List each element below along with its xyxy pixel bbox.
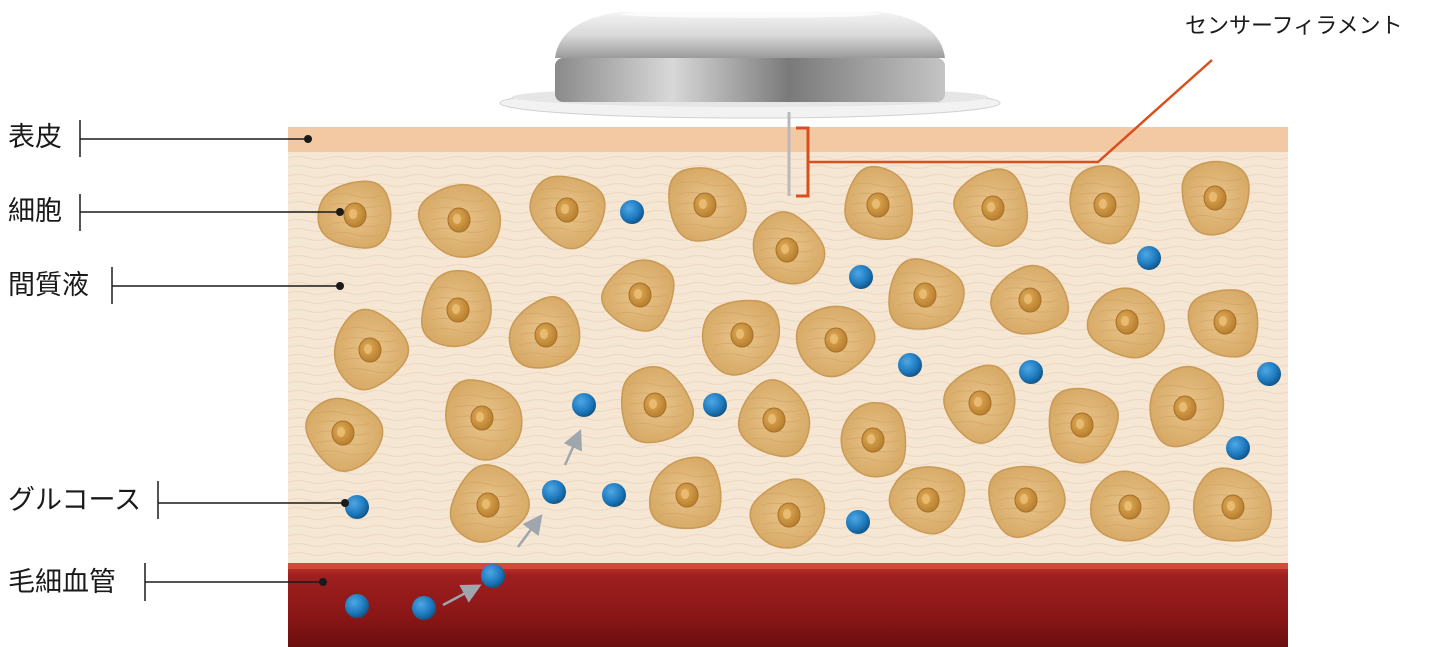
glucose-molecule xyxy=(620,200,644,224)
glucose-molecule xyxy=(602,483,626,507)
glucose-molecule xyxy=(703,393,727,417)
glucose-molecule xyxy=(345,495,369,519)
glucose-molecule xyxy=(1137,246,1161,270)
glucose-molecule xyxy=(849,265,873,289)
glucose-molecule xyxy=(846,510,870,534)
label-glucose: グルコース xyxy=(8,487,141,514)
capillary-highlight xyxy=(288,563,1288,569)
label-sensor-filament: センサーフィラメント xyxy=(1185,16,1403,38)
label-interstitial-fluid: 間質液 xyxy=(8,272,89,299)
glucose-molecule xyxy=(542,480,566,504)
label-cells: 細胞 xyxy=(8,198,62,225)
cell xyxy=(841,403,905,477)
capillary-vessel xyxy=(288,563,1288,647)
label-capillary: 毛細血管 xyxy=(8,569,116,596)
glucose-molecule xyxy=(898,353,922,377)
glucose-molecule xyxy=(572,393,596,417)
glucose-molecule xyxy=(1257,362,1281,386)
glucose-molecule xyxy=(481,564,505,588)
label-epidermis: 表皮 xyxy=(8,124,62,151)
glucose-molecule xyxy=(412,596,436,620)
glucose-molecule xyxy=(1019,360,1043,384)
glucose-molecule xyxy=(345,594,369,618)
sensor-device xyxy=(500,10,1000,118)
glucose-molecule xyxy=(1226,436,1250,460)
